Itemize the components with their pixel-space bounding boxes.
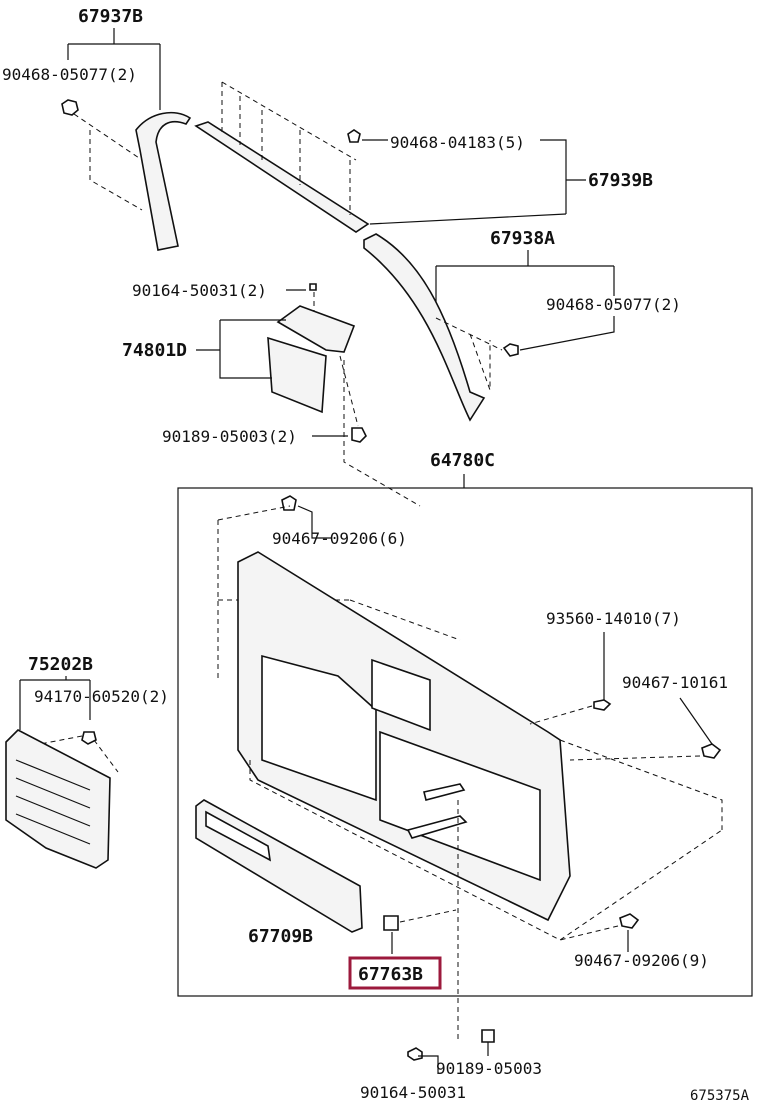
diagram-code: 675375A xyxy=(690,1088,750,1104)
cap-67763B xyxy=(383,915,399,931)
clip-90189-05003-bottom xyxy=(481,1029,495,1043)
assembly-box-64780C xyxy=(177,487,753,997)
label-74801D[interactable]: 74801D xyxy=(122,340,187,361)
label-90189-05003-top[interactable]: 90189-05003(2) xyxy=(162,427,297,446)
clip-90468-05077-right xyxy=(502,343,519,357)
clip-93560-14010 xyxy=(593,699,612,711)
label-90467-09206-bottom[interactable]: 90467-09206(9) xyxy=(574,951,709,970)
label-93560-14010[interactable]: 93560-14010(7) xyxy=(546,609,681,628)
label-90468-05077-left[interactable]: 90468-05077(2) xyxy=(2,65,137,84)
label-67709B[interactable]: 67709B xyxy=(248,926,313,947)
panel-handle-recess xyxy=(371,658,431,732)
label-67763B[interactable]: 67763B xyxy=(358,964,423,985)
panel-latch-upper xyxy=(423,783,466,801)
label-67938A[interactable]: 67938A xyxy=(490,228,555,249)
pillar-trim-67938A xyxy=(363,233,486,422)
grip-bracket xyxy=(276,305,356,353)
grip-cover-74801D xyxy=(267,336,327,414)
plate-75202B xyxy=(5,729,111,869)
clip-90189-05003-top xyxy=(351,427,367,443)
clip-90467-09206-bottom xyxy=(619,913,640,929)
label-90189-05003-bottom[interactable]: 90189-05003 xyxy=(436,1059,542,1078)
nut-94170-60520 xyxy=(81,731,97,745)
clip-90468-05077-left xyxy=(61,99,79,116)
label-90468-05077-right[interactable]: 90468-05077(2) xyxy=(546,295,681,314)
screw-90164-50031-top xyxy=(309,283,317,291)
header-trim-67939B xyxy=(194,121,370,233)
clip-90467-10161 xyxy=(701,743,722,759)
clip-90467-09206-top xyxy=(281,495,297,511)
panel-window-left xyxy=(261,654,377,802)
pillar-trim-67937B xyxy=(135,111,192,251)
label-90164-50031-bottom[interactable]: 90164-50031 xyxy=(360,1083,466,1102)
label-90467-10161[interactable]: 90467-10161 xyxy=(622,673,728,692)
label-94170-60520[interactable]: 94170-60520(2) xyxy=(34,687,169,706)
panel-window-right xyxy=(379,730,541,882)
label-90467-09206-top[interactable]: 90467-09206(6) xyxy=(272,529,407,548)
label-90164-50031-top[interactable]: 90164-50031(2) xyxy=(132,281,267,300)
label-67939B[interactable]: 67939B xyxy=(588,170,653,191)
scuff-plate-grille xyxy=(205,810,272,862)
clip-90468-04183 xyxy=(347,129,361,143)
screw-90164-50031-bottom xyxy=(407,1047,423,1061)
label-90468-04183[interactable]: 90468-04183(5) xyxy=(390,133,525,152)
label-75202B[interactable]: 75202B xyxy=(28,654,93,675)
highlight-frame-67763B xyxy=(348,956,442,990)
label-67937B[interactable]: 67937B xyxy=(78,6,143,27)
panel-latch-lower xyxy=(406,815,468,839)
label-64780C[interactable]: 64780C xyxy=(430,450,495,471)
